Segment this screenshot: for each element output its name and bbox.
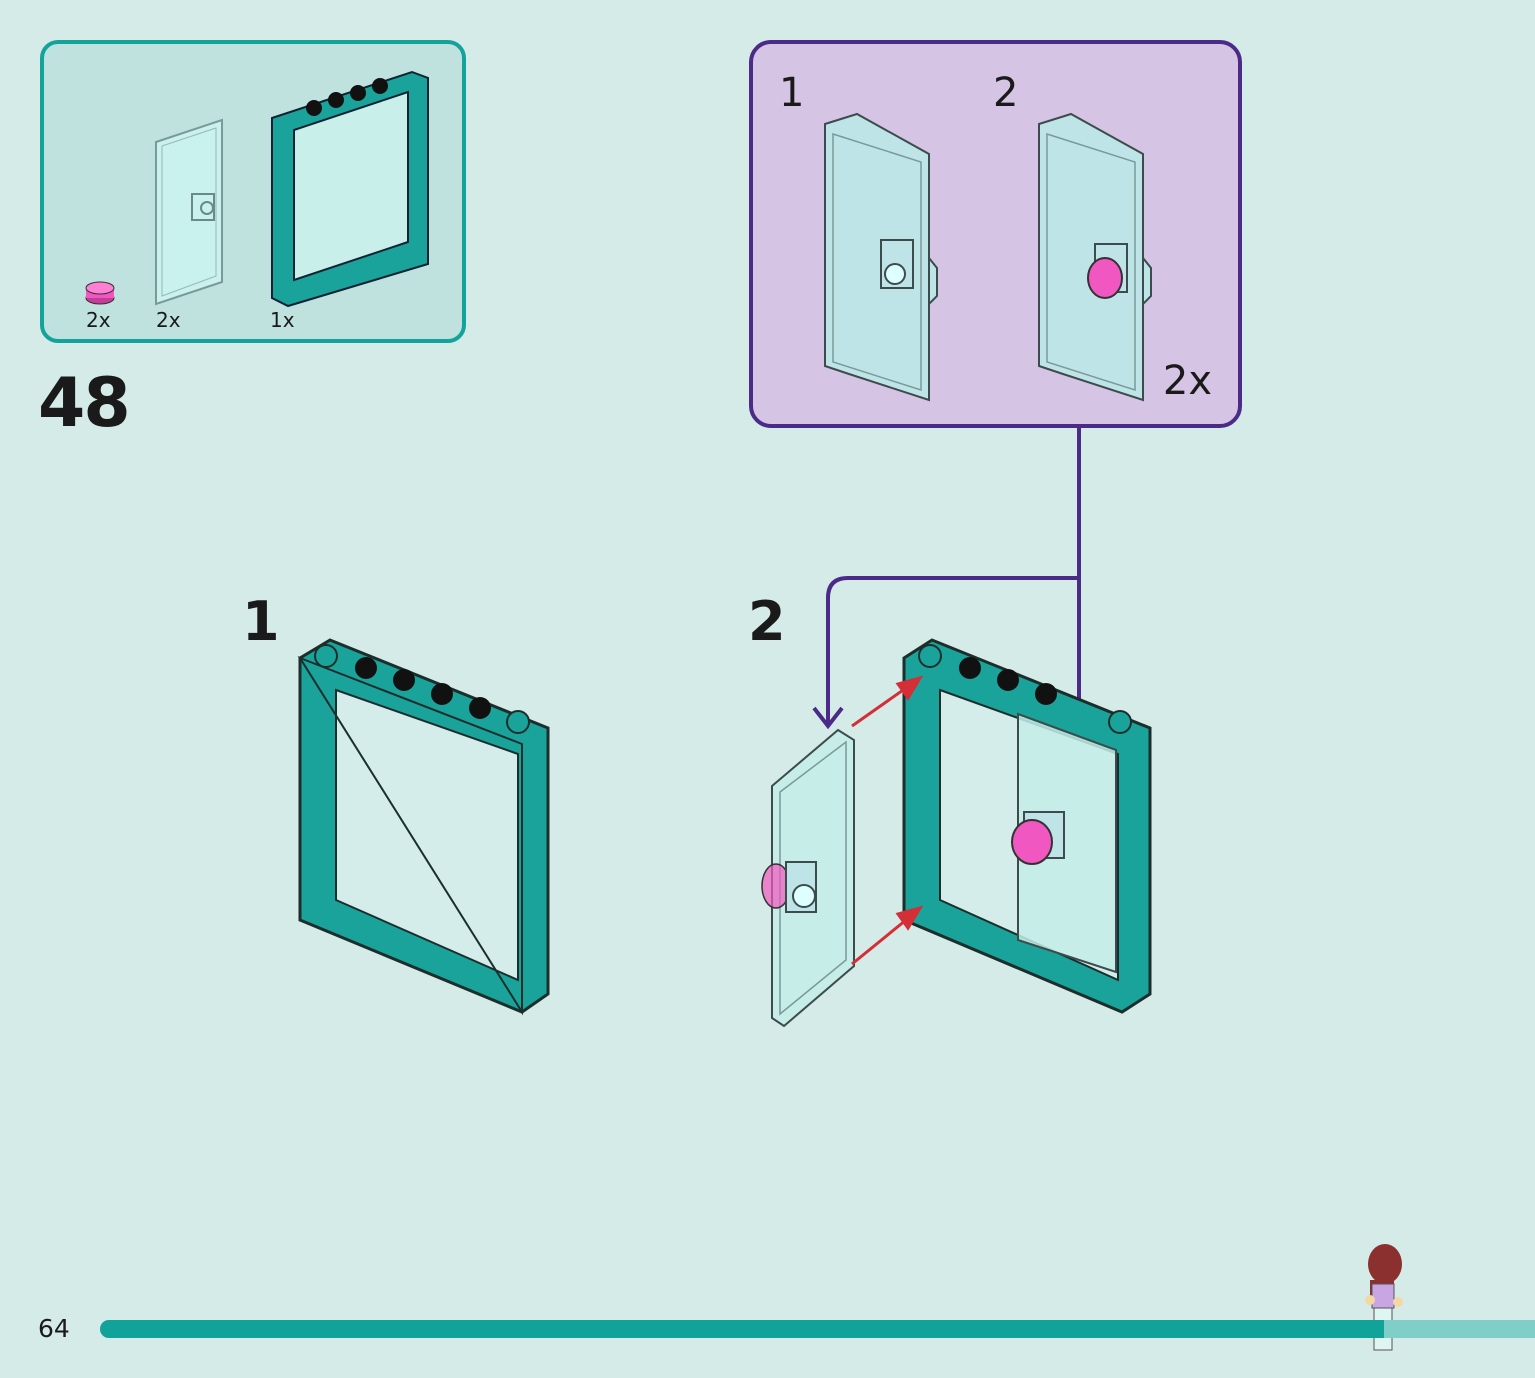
window-frame-step-1	[297, 638, 550, 1016]
door-without-handle-icon	[824, 112, 938, 402]
callout-drawing	[824, 112, 1152, 402]
parts-list-drawing	[85, 70, 429, 308]
callout-step-1-label: 1	[779, 70, 805, 116]
sub-step-1-label: 1	[242, 590, 280, 653]
sub-step-2-label: 2	[748, 590, 786, 653]
door-being-attached-step-2	[761, 728, 855, 1028]
callout-step-2-label: 2	[993, 70, 1019, 116]
part-count-pink-tile: 2x	[86, 308, 111, 332]
pink-round-tile-icon	[85, 281, 115, 305]
page-number: 64	[38, 1314, 70, 1343]
parts-list-box: 2x 2x 1x	[40, 40, 466, 343]
door-panel-icon	[155, 118, 223, 306]
installed-door-step-2	[1011, 712, 1117, 974]
part-count-frame: 1x	[270, 308, 295, 332]
part-count-door: 2x	[156, 308, 181, 332]
door-with-pink-handle-icon	[1038, 112, 1152, 402]
progress-bar-fill	[100, 1320, 1385, 1338]
callout-multiplier: 2x	[1162, 358, 1212, 404]
window-frame-icon	[271, 70, 429, 308]
progress-bar	[100, 1320, 1535, 1338]
red-assembly-arrows	[851, 675, 924, 966]
step-number: 48	[38, 364, 131, 443]
sub-assembly-callout: 1 2 2x	[749, 40, 1242, 428]
